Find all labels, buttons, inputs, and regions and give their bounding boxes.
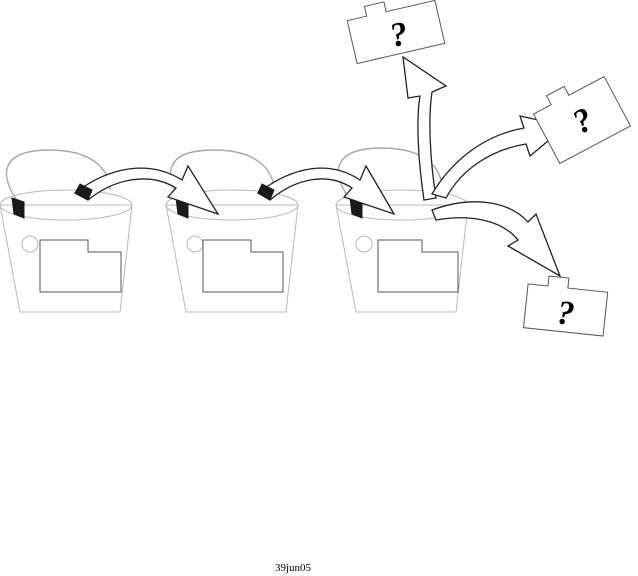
outcome-question-mark: ? (555, 294, 576, 333)
bucket-1 (0, 149, 133, 313)
handle-ring-icon (355, 235, 373, 253)
bucket-2-folder-icon (202, 239, 284, 293)
outcome-folder-right: ? (532, 75, 632, 165)
bucket-1-folder-icon (39, 239, 122, 293)
outcome-folder-top: ? (346, 0, 446, 65)
arrow-bucket2-to-bucket3 (256, 164, 396, 216)
outcome-folder-bottom: ? (522, 275, 609, 337)
arrow-up-outcome (402, 55, 448, 201)
arrow-bucket1-to-bucket2 (73, 164, 220, 216)
handle-grip-icon (11, 197, 25, 219)
bucket-3 (335, 147, 469, 313)
arrow-down-outcome (431, 201, 562, 278)
figure-caption: 39jun05 (275, 562, 312, 574)
handle-ring-icon (21, 235, 39, 253)
bucket-3-folder-icon (377, 239, 459, 293)
bucket-2 (165, 149, 299, 313)
